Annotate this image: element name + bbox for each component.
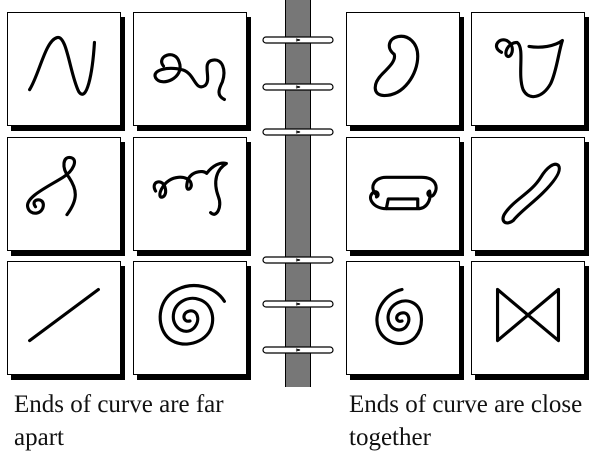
- tile-curl-cup: [471, 12, 585, 126]
- binder-ring: [262, 345, 334, 355]
- double-loop-curl-curve: [134, 13, 246, 125]
- binder-ring: [262, 35, 334, 45]
- spiral-hook-curve: [8, 138, 120, 250]
- tile-kidney-loop: [346, 12, 460, 126]
- straight-line-curve: [8, 262, 120, 374]
- tile-small-spiral: [346, 261, 460, 375]
- large-spiral-curve: [134, 262, 246, 374]
- tile-large-spiral: [133, 261, 247, 375]
- figure-leaf-curve: [472, 138, 584, 250]
- rounded-clamp-curve: [347, 138, 459, 250]
- tile-bowtie: [471, 261, 585, 375]
- tile-wavy-hook: [133, 137, 247, 251]
- binder-ring: [262, 255, 334, 265]
- kidney-loop-curve: [347, 13, 459, 125]
- tile-figure-leaf: [471, 137, 585, 251]
- binder-ring: [262, 299, 334, 309]
- right-caption: Ends of curve are close together: [349, 388, 595, 454]
- tile-double-loop-curl: [133, 12, 247, 126]
- tile-n-wave: [7, 12, 121, 126]
- binder-spine: [285, 0, 311, 387]
- bowtie-curve: [472, 262, 584, 374]
- tile-straight-line: [7, 261, 121, 375]
- binder-ring: [262, 127, 334, 137]
- curl-cup-curve: [472, 13, 584, 125]
- binder-ring: [262, 82, 334, 92]
- tile-spiral-hook: [7, 137, 121, 251]
- left-caption: Ends of curve are far apart: [14, 388, 274, 454]
- tile-rounded-clamp: [346, 137, 460, 251]
- small-spiral-curve: [347, 262, 459, 374]
- wavy-hook-curve: [134, 138, 246, 250]
- n-wave-curve: [8, 13, 120, 125]
